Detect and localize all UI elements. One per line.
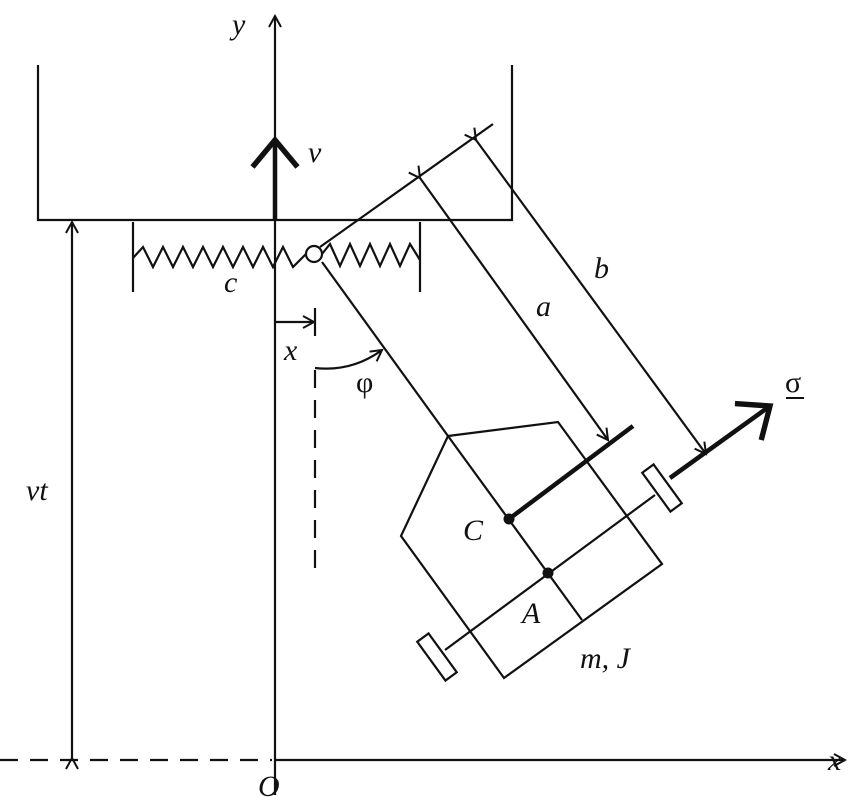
- velocity-label: v: [308, 136, 322, 169]
- a-label: a: [536, 290, 551, 323]
- b-dimension: [476, 140, 706, 454]
- displacement-label: x: [283, 334, 298, 367]
- a-point-label: A: [520, 597, 541, 630]
- c-line: [507, 424, 635, 521]
- origin-label: O: [258, 770, 280, 803]
- body-outline: [399, 420, 664, 680]
- point-c: [503, 513, 515, 525]
- angle-arc: [314, 350, 382, 370]
- y-axis-label: y: [229, 8, 246, 41]
- c-label: C: [463, 514, 484, 547]
- b-label: b: [594, 252, 609, 285]
- spring-label: c: [224, 266, 237, 299]
- right-handle: [640, 462, 684, 514]
- point-a: [542, 567, 554, 579]
- spring-right: [321, 241, 421, 269]
- angle-label: φ: [356, 366, 373, 399]
- mass-inertia-label: m, J: [580, 642, 632, 675]
- rod-axis: [321, 261, 449, 437]
- vt-label: vt: [26, 474, 48, 507]
- sigma-arrow: [668, 400, 774, 480]
- spring-left: [132, 244, 307, 270]
- body-axis: [447, 435, 583, 621]
- rod-top-edge: [319, 123, 494, 248]
- sigma-label: σ: [785, 366, 801, 399]
- a-dimension: [420, 178, 608, 440]
- x-axis-label: x: [827, 744, 842, 777]
- pivot-joint: [304, 244, 324, 264]
- left-handle: [415, 631, 459, 683]
